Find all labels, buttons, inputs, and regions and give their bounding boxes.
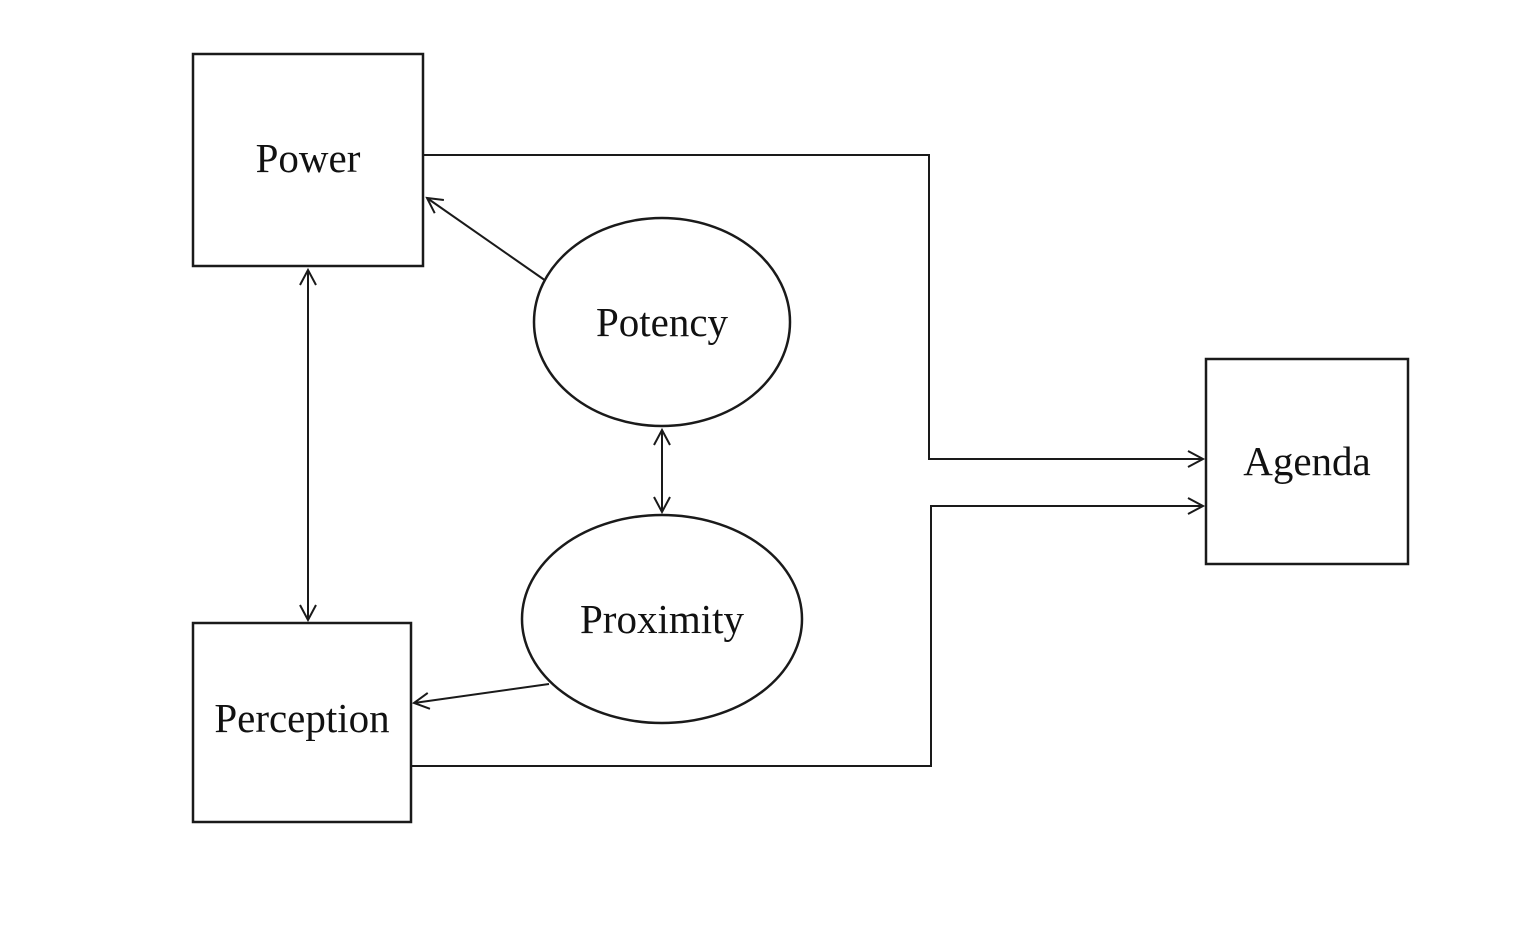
node-power: Power [191,52,425,268]
edge-perception-agenda [411,497,1206,767]
potency-ellipse [532,216,792,428]
edges [299,154,1206,767]
proximity-label: Proximity [580,596,745,642]
edge-proximity-perception [411,683,550,710]
nodes: Power Perception Potency Proximity Agend… [191,52,1410,824]
agenda-box [1204,357,1410,566]
node-potency: Potency [532,216,792,428]
node-perception: Perception [191,621,413,824]
proximity-ellipse [520,513,804,725]
power-box [191,52,425,268]
edge-potency-power [425,196,547,282]
perception-box [191,621,413,824]
power-label: Power [256,135,361,181]
perception-label: Perception [214,695,389,741]
potency-label: Potency [596,299,729,345]
edge-power-agenda [423,154,1206,468]
node-agenda: Agenda [1204,357,1410,566]
node-proximity: Proximity [520,513,804,725]
agenda-label: Agenda [1243,438,1371,484]
